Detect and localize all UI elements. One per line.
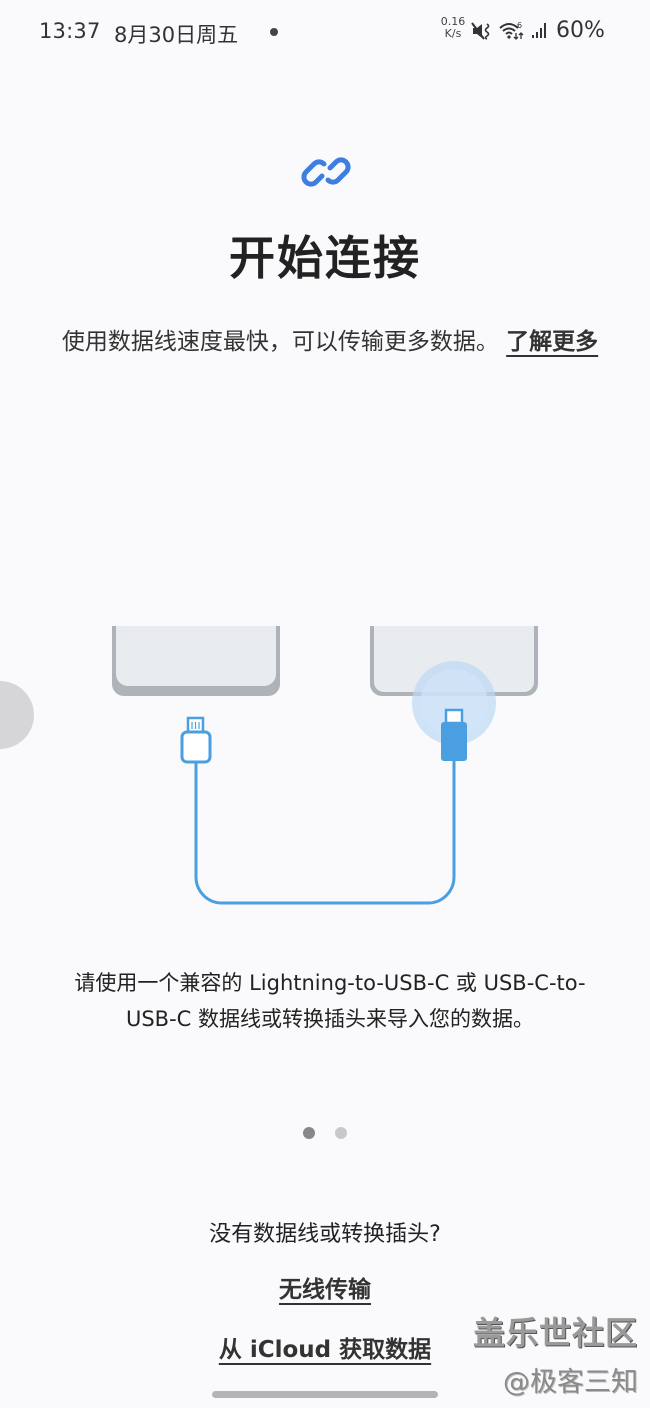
watermark: 盖乐世社区 @极客三知 <box>473 1308 638 1399</box>
cable-connection-illustration <box>112 626 538 905</box>
no-cable-prompt: 没有数据线或转换插头? <box>209 1222 441 1247</box>
page-dot-2[interactable] <box>335 1127 347 1139</box>
svg-text:6: 6 <box>517 21 522 30</box>
page-indicator <box>0 1127 650 1139</box>
network-speed: 0.16 K/s <box>440 16 466 40</box>
battery-level: 60% <box>556 18 605 43</box>
mute-vibrate-icon <box>471 22 490 40</box>
status-bar: 13:37 8月30日周五 0.16 K/s 6 60% <box>0 0 650 64</box>
learn-more-link[interactable]: 了解更多 <box>506 329 599 355</box>
status-time: 13:37 <box>39 19 101 43</box>
page-title: 开始连接 <box>229 231 421 285</box>
watermark-line-1: 盖乐世社区 <box>472 1314 638 1352</box>
status-date: 8月30日周五 <box>114 23 239 47</box>
notification-dot-icon <box>270 28 278 36</box>
link-icon <box>301 157 351 187</box>
wifi-6-icon: 6 <box>499 21 524 40</box>
instructions-text: 请使用一个兼容的 Lightning-to-USB-C 或 USB-C-to-U… <box>74 971 586 1031</box>
network-speed-unit: K/s <box>444 27 462 40</box>
signal-icon <box>532 23 546 38</box>
home-gesture-bar[interactable] <box>212 1391 438 1398</box>
description: 使用数据线速度最快，可以传输更多数据。 了解更多 <box>60 322 600 362</box>
watermark-line-2: @极客三知 <box>503 1367 638 1398</box>
icloud-import-button[interactable]: 从 iCloud 获取数据 <box>0 1330 650 1364</box>
network-speed-value: 0.16 <box>440 15 466 28</box>
wireless-transfer-button[interactable]: 无线传输 <box>0 1270 650 1304</box>
description-text: 使用数据线速度最快，可以传输更多数据。 <box>61 329 499 355</box>
edge-panel-handle[interactable] <box>0 681 34 749</box>
page-dot-1[interactable] <box>303 1127 315 1139</box>
